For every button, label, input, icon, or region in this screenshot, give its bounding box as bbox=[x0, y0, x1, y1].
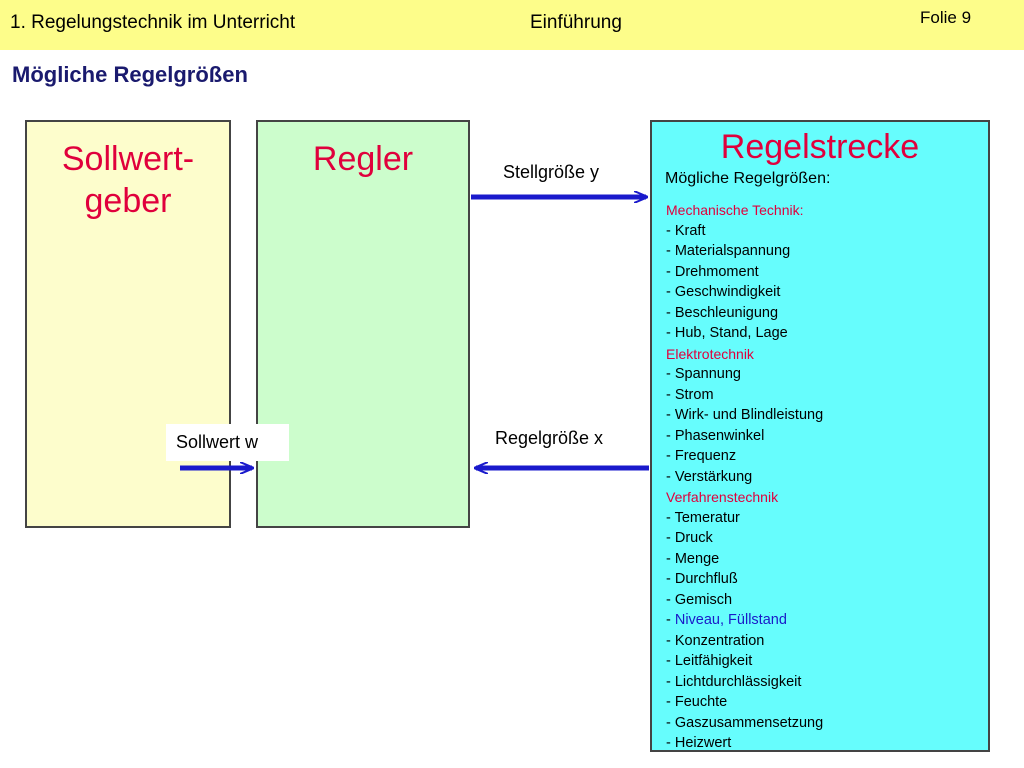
list-item: - Gaszusammensetzung bbox=[666, 714, 824, 731]
regelstrecke-subtitle: Mögliche Regelgrößen: bbox=[665, 170, 831, 187]
list-item: - Phasenwinkel bbox=[666, 427, 765, 444]
category-mechanik: Mechanische Technik: bbox=[666, 202, 804, 218]
list-item: - Menge bbox=[666, 550, 720, 567]
regler-label: Regler bbox=[312, 140, 414, 178]
list-item: - Durchfluß bbox=[666, 571, 738, 587]
sollwertgeber-label-line2: geber bbox=[84, 182, 172, 220]
list-item: - Heizwert bbox=[666, 735, 732, 751]
sollwert-label: Sollwert w bbox=[166, 424, 289, 461]
stellgroesse-label: Stellgröße y bbox=[503, 162, 600, 182]
header-bar: 1. Regelungstechnik im Unterricht Einfüh… bbox=[0, 0, 1024, 50]
list-item: - Wirk- und Blindleistung bbox=[666, 407, 824, 423]
list-item: - Druck bbox=[666, 530, 713, 546]
header-title: 1. Regelungstechnik im Unterricht bbox=[10, 12, 296, 33]
page-title: Mögliche Regelgrößen bbox=[12, 62, 248, 87]
list-item-niveau: - Niveau, Füllstand bbox=[666, 610, 823, 631]
regelgroesse-label: Regelgröße x bbox=[495, 428, 604, 448]
regelstrecke-label: Regelstrecke bbox=[720, 128, 920, 166]
list-item-dash: - bbox=[666, 612, 675, 628]
list-item: - Feuchte bbox=[666, 694, 728, 710]
list-item: - Temeratur bbox=[666, 509, 740, 526]
list-item: - Beschleunigung bbox=[666, 304, 779, 321]
category-verfahrenstechnik: Verfahrenstechnik bbox=[666, 489, 779, 505]
header-subtitle: Einführung bbox=[530, 12, 622, 33]
list-item: - Verstärkung bbox=[666, 468, 753, 485]
list-item: - Lichtdurchlässigkeit bbox=[666, 673, 802, 690]
list-item-niveau-text: Niveau, Füllstand bbox=[674, 612, 787, 628]
list-item: - Kraft bbox=[666, 222, 706, 239]
list-item: - Konzentration bbox=[666, 632, 765, 649]
regelstrecke-box: Regelstrecke Mögliche Regelgrößen: Mecha… bbox=[650, 120, 990, 752]
list-item: - Drehmoment bbox=[666, 263, 759, 280]
sollwertgeber-label: Sollwert- geber bbox=[27, 138, 229, 222]
regler-box: Regler bbox=[256, 120, 470, 528]
category-elektrotechnik: Elektrotechnik bbox=[666, 345, 754, 362]
list-item: - Strom bbox=[666, 386, 714, 403]
list-item: - Hub, Stand, Lage bbox=[666, 325, 788, 341]
list-item: - Gemisch bbox=[666, 591, 733, 608]
list-item: - Geschwindigkeit bbox=[666, 284, 781, 300]
sollwertgeber-box: Sollwert- geber bbox=[25, 120, 231, 528]
sollwertgeber-label-line1: Sollwert- bbox=[61, 140, 195, 178]
slide-number: Folie 9 bbox=[920, 8, 972, 27]
regelgroessen-list: Mechanische Technik: - Kraft - Materials… bbox=[666, 200, 823, 754]
list-item: - Frequenz bbox=[666, 448, 737, 464]
list-item: - Spannung bbox=[666, 366, 741, 382]
list-item: - Leitfähigkeit bbox=[666, 653, 753, 669]
list-item: - Materialspannung bbox=[666, 243, 791, 259]
